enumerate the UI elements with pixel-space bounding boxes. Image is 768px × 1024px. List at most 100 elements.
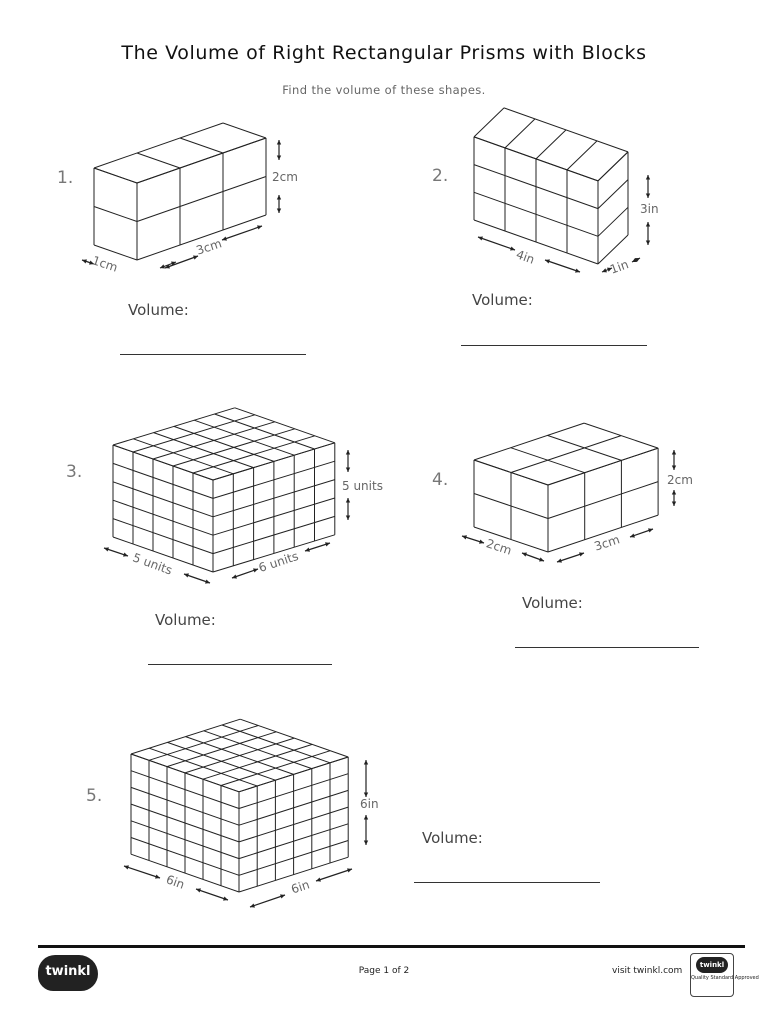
footer-divider bbox=[38, 945, 745, 948]
prism-2-edge bbox=[597, 206, 629, 237]
prism-2-edge bbox=[473, 164, 599, 210]
quality-badge: twinkl Quality Standard Approved bbox=[690, 953, 759, 997]
page-title: The Volume of Right Rectangular Prisms w… bbox=[121, 42, 647, 64]
dimension-arrow-5-head bbox=[363, 815, 369, 820]
problem-1-number: 1. bbox=[57, 168, 74, 188]
dimension-arrow-4-head bbox=[579, 552, 584, 557]
prism-5-edge bbox=[130, 770, 240, 809]
dimension-arrow-4-head bbox=[539, 557, 544, 562]
prism-2-edge bbox=[597, 234, 629, 265]
dimension-arrow-1-head bbox=[222, 236, 227, 241]
twinkl-logo[interactable]: twinkl bbox=[38, 955, 98, 991]
prism-5-edge bbox=[130, 837, 240, 876]
prism-3-edge bbox=[112, 481, 214, 518]
prism-3-edge bbox=[112, 499, 214, 536]
dimension-arrow-5-head bbox=[347, 868, 352, 873]
prism-5-edge bbox=[238, 806, 349, 843]
dimension-arrow-1 bbox=[164, 255, 199, 269]
prism-4-edge bbox=[547, 447, 659, 486]
dimension-arrow-5-head bbox=[223, 896, 228, 901]
prism-2-edge bbox=[597, 179, 629, 209]
problem-2-height-label: 3in bbox=[640, 202, 659, 216]
problem-5-height-label: 6in bbox=[360, 797, 379, 811]
prism-1-edge bbox=[93, 167, 138, 184]
prism-2-edge bbox=[473, 107, 505, 138]
prism-4-edge bbox=[473, 526, 549, 553]
problem-1-height-label: 2cm bbox=[272, 170, 298, 184]
problem-2-number: 2. bbox=[432, 166, 449, 186]
dimension-arrow-5-head bbox=[363, 760, 369, 765]
prism-3-edge bbox=[173, 425, 275, 462]
prism-1-edge bbox=[93, 244, 138, 261]
prism-3-edge bbox=[212, 479, 335, 518]
prism-2-edge bbox=[503, 107, 629, 153]
dimension-arrow-2-head bbox=[632, 258, 637, 262]
dimension-arrow-2 bbox=[544, 259, 581, 273]
problem-1-answer-line[interactable] bbox=[120, 354, 306, 355]
dimension-arrow-1-head bbox=[193, 255, 198, 260]
dimension-arrow-3-head bbox=[123, 552, 128, 557]
prism-5-edge bbox=[130, 803, 240, 843]
dimension-arrow-1-head bbox=[276, 155, 282, 160]
prism-1-edge bbox=[179, 137, 224, 154]
prism-4-edge bbox=[510, 447, 585, 474]
problem-3-answer-line[interactable] bbox=[148, 664, 332, 665]
prism-4-edge bbox=[473, 493, 549, 519]
dimension-arrow-2-head bbox=[645, 175, 651, 180]
dimension-arrow-2-head bbox=[607, 267, 612, 272]
dimension-arrow-4-head bbox=[671, 465, 677, 470]
dimension-arrow-1-head bbox=[171, 261, 176, 266]
problem-2-volume-label: Volume: bbox=[472, 291, 533, 309]
prism-2-edge bbox=[473, 219, 599, 265]
prism-5-edge bbox=[238, 840, 349, 876]
dimension-arrow-1-head bbox=[89, 260, 94, 265]
dimension-arrow-3-head bbox=[345, 450, 351, 455]
prism-4-edge bbox=[473, 459, 549, 486]
dimension-arrow-5 bbox=[123, 865, 161, 879]
prism-5-edge bbox=[130, 853, 240, 893]
problem-3-height-label: 5 units bbox=[342, 479, 383, 493]
dimension-arrow-4-head bbox=[671, 490, 677, 495]
problem-5-answer-line[interactable] bbox=[414, 882, 600, 883]
prism-1-edge bbox=[222, 122, 267, 139]
prism-5-edge bbox=[167, 741, 276, 781]
prism-5-edge bbox=[221, 724, 331, 764]
dimension-arrow-1 bbox=[221, 225, 263, 241]
prism-1-edge bbox=[93, 122, 224, 169]
prism-3-edge bbox=[212, 497, 335, 536]
problem-4-answer-line[interactable] bbox=[515, 647, 699, 648]
dimension-arrow-3-head bbox=[184, 573, 189, 578]
instructions: Find the volume of these shapes. bbox=[282, 83, 486, 97]
dimension-arrow-2-head bbox=[645, 240, 651, 245]
prism-3-edge bbox=[112, 536, 214, 573]
dimension-arrow-3-head bbox=[253, 568, 258, 573]
prism-3-edge bbox=[212, 515, 335, 555]
prism-4-edge bbox=[547, 481, 659, 519]
dimension-arrow-2-head bbox=[510, 246, 515, 251]
dimension-arrow-4-head bbox=[671, 450, 677, 455]
prism-5-edge bbox=[238, 823, 349, 860]
prism-1-edge bbox=[136, 137, 267, 184]
prism-2-edge bbox=[597, 151, 629, 182]
dimension-arrow-5-head bbox=[363, 840, 369, 845]
prism-3-edge bbox=[112, 518, 214, 555]
dimension-arrow-1-head bbox=[165, 264, 170, 269]
dimension-arrow-3 bbox=[183, 573, 211, 584]
dimension-arrow-2-head bbox=[645, 222, 651, 227]
prism-5-edge bbox=[203, 730, 312, 770]
prism-2-edge bbox=[566, 140, 598, 171]
visit-link[interactable]: visit twinkl.com bbox=[612, 966, 683, 976]
badge-text: Quality Standard Approved bbox=[691, 975, 759, 981]
dimension-arrow-4-head bbox=[671, 501, 677, 506]
dimension-arrow-3 bbox=[231, 568, 259, 579]
dimension-arrow-1-head bbox=[160, 264, 165, 269]
dimension-arrow-3-head bbox=[104, 547, 109, 552]
prism-5-edge bbox=[130, 753, 240, 793]
prism-1-edge bbox=[136, 152, 181, 169]
dimension-arrow-1-head bbox=[82, 259, 87, 264]
prism-4-edge bbox=[473, 422, 585, 461]
dimension-arrow-1-head bbox=[276, 140, 282, 145]
prism-4-edge bbox=[547, 514, 659, 553]
problem-2-answer-line[interactable] bbox=[461, 345, 647, 346]
problem-4-volume-label: Volume: bbox=[522, 594, 583, 612]
